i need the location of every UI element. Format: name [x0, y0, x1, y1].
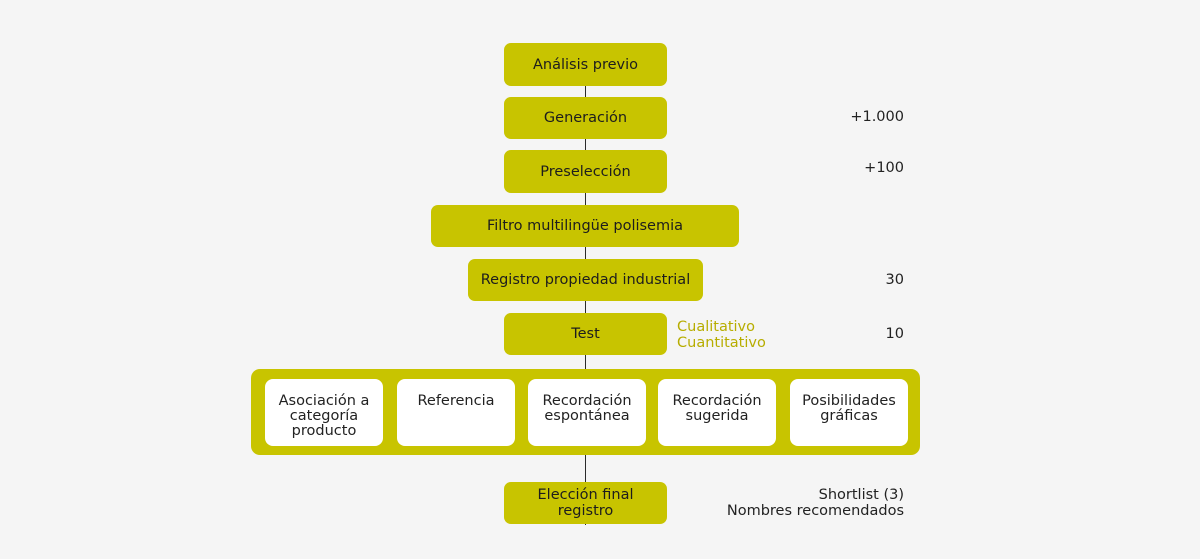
vertical-connector — [585, 85, 586, 525]
step-analisis-previo: Análisis previo — [504, 43, 667, 86]
count-generacion: +1.000 — [850, 109, 904, 125]
eleccion-line: Elección final — [537, 487, 634, 503]
criterion-line: categoría — [289, 408, 359, 424]
final-shortlist: Shortlist (3) — [818, 487, 904, 503]
test-types: Cualitativo Cuantitativo — [677, 319, 766, 351]
step-test: Test — [504, 313, 667, 355]
criterion-recordacion-sugerida: Recordación sugerida — [658, 379, 776, 446]
criterion-line: sugerida — [685, 408, 749, 424]
step-generacion: Generación — [504, 97, 667, 139]
eleccion-line: registro — [557, 503, 614, 519]
final-recommended: Nombres recomendados — [726, 503, 904, 519]
criterion-line: gráficas — [820, 408, 878, 424]
count-preseleccion: +100 — [864, 160, 904, 176]
criterion-line: Posibilidades — [802, 393, 896, 409]
criterion-line: producto — [291, 423, 357, 439]
criterion-posibilidades-graficas: Posibilidades gráficas — [790, 379, 908, 446]
criterion-referencia: Referencia — [397, 379, 515, 446]
count-registro: 30 — [885, 272, 904, 288]
step-preseleccion: Preselección — [504, 150, 667, 193]
criterion-line: Recordación — [672, 393, 762, 409]
final-shortlist-note: Shortlist (3) Nombres recomendados — [680, 487, 904, 519]
step-registro-propiedad: Registro propiedad industrial — [468, 259, 703, 301]
criterion-line: espontánea — [544, 408, 630, 424]
step-eleccion-final: Elección final registro — [504, 482, 667, 524]
criterion-line: Asociación a — [278, 393, 370, 409]
test-type-cualitativo: Cualitativo — [677, 319, 755, 335]
test-criteria-group: Asociación a categoría producto Referenc… — [251, 369, 920, 455]
count-test: 10 — [885, 326, 904, 342]
test-type-cuantitativo: Cuantitativo — [677, 335, 766, 351]
criterion-line: Recordación — [542, 393, 632, 409]
criterion-line: Referencia — [417, 393, 495, 409]
criterion-asociacion-categoria: Asociación a categoría producto — [265, 379, 383, 446]
criterion-recordacion-espontanea: Recordación espontánea — [528, 379, 646, 446]
step-filtro-multilingue: Filtro multilingüe polisemia — [431, 205, 739, 247]
